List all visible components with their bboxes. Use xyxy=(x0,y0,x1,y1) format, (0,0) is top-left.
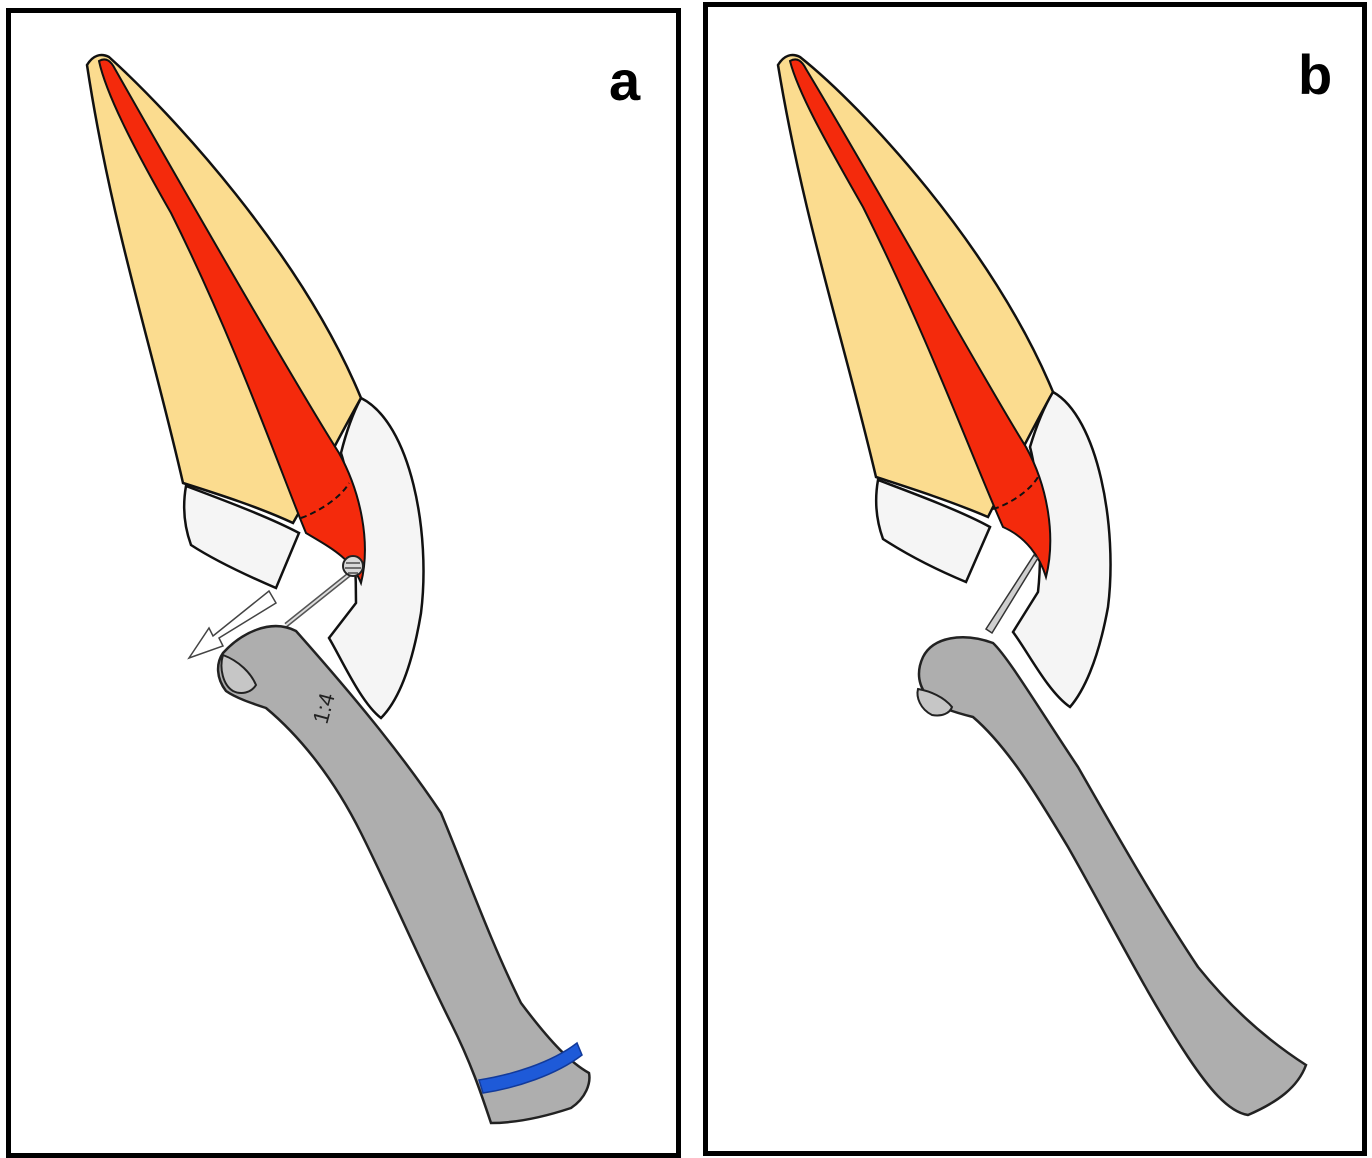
panel-b: b xyxy=(703,2,1367,1156)
contra-angle-handpiece xyxy=(919,637,1306,1115)
panel-label-a: a xyxy=(609,53,640,109)
panel-a: 1:4 a xyxy=(6,8,681,1158)
panel-b-illustration xyxy=(708,7,1362,1151)
panel-label-b: b xyxy=(1298,47,1332,103)
contra-angle-handpiece xyxy=(218,626,589,1123)
panel-a-illustration: 1:4 xyxy=(11,13,676,1153)
